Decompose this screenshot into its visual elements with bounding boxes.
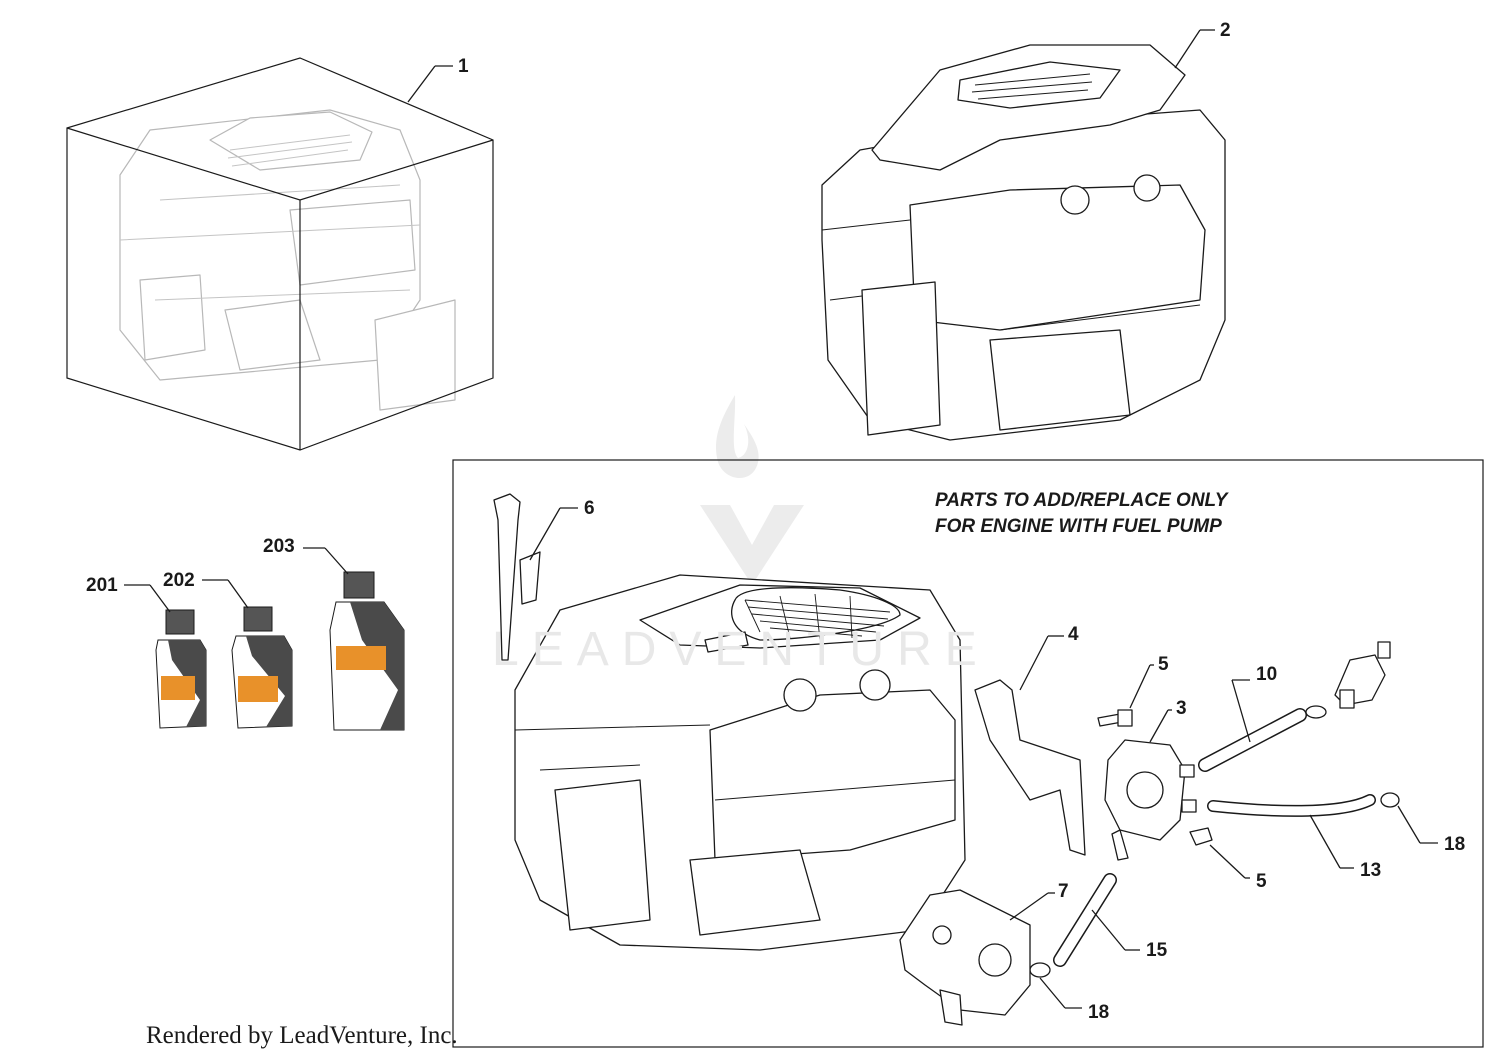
callout-13: 13 xyxy=(1360,860,1381,881)
oil-bottle-202 xyxy=(231,606,293,729)
callout-6: 6 xyxy=(584,498,595,519)
callout-203: 203 xyxy=(263,536,295,557)
callout-2: 2 xyxy=(1220,20,1231,41)
kit-note-line-2: FOR ENGINE WITH FUEL PUMP xyxy=(935,516,1222,537)
callout-7: 7 xyxy=(1058,881,1069,902)
kit-note-line-1: PARTS TO ADD/REPLACE ONLY xyxy=(935,490,1230,511)
callout-4: 4 xyxy=(1068,624,1079,645)
callout-202: 202 xyxy=(163,570,195,591)
dipstick-part-6: 6 xyxy=(493,493,595,661)
hose-part-10: 10 xyxy=(1198,664,1307,772)
rendered-by-footer: Rendered by LeadVenture, Inc. xyxy=(146,1022,458,1049)
fuel-filter xyxy=(1305,641,1391,719)
oil-bottle-203 xyxy=(329,571,405,731)
bracket-part-4: 4 xyxy=(974,624,1086,856)
callout-15: 15 xyxy=(1146,940,1168,961)
callout-1: 1 xyxy=(458,56,469,77)
screw-part-5-top: 5 xyxy=(1097,654,1169,727)
fuel-pump-kit-frame xyxy=(452,459,1484,1048)
oil-bottle-201 xyxy=(155,609,207,729)
callout-18-bottom: 18 xyxy=(1088,1002,1109,1023)
callout-18-right: 18 xyxy=(1444,834,1465,855)
oil-bottles: 201 202 203 xyxy=(86,536,405,731)
hose-part-15: 15 xyxy=(1053,873,1168,967)
engine-assembly-boxed: 1 xyxy=(66,56,494,451)
engine-kit-view xyxy=(514,574,966,951)
fuel-pump-part-3: 3 xyxy=(1104,698,1197,861)
callout-3: 3 xyxy=(1176,698,1187,719)
clamp-part-18-right: 18 xyxy=(1380,792,1465,855)
hose-part-13: 13 xyxy=(1207,794,1381,881)
watermark-text: LEADVENTURE xyxy=(492,623,990,676)
clamp-part-18-bottom: 18 xyxy=(1029,962,1109,1023)
callout-5-bottom: 5 xyxy=(1256,871,1267,892)
screw-part-5-bottom: 5 xyxy=(1189,827,1267,892)
carburetor-part-7: 7 xyxy=(899,881,1069,1026)
engine-with-shroud: 2 xyxy=(821,20,1231,441)
packaging-box-outline xyxy=(66,57,494,451)
callout-5-top: 5 xyxy=(1158,654,1169,675)
callout-10: 10 xyxy=(1256,664,1277,685)
leadventure-watermark-logo xyxy=(700,395,804,585)
callout-201: 201 xyxy=(86,575,118,596)
